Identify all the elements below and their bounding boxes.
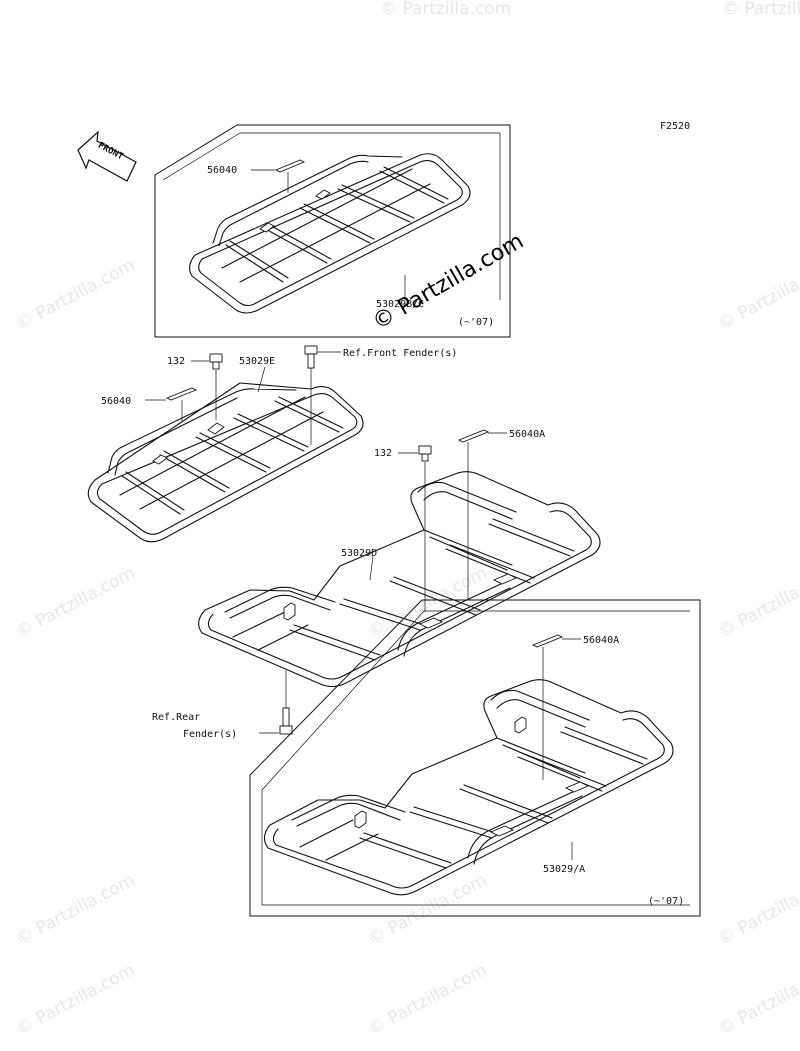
label-56040-top: 56040 (207, 165, 237, 176)
bolt-ref-front (304, 345, 341, 445)
note-bottom-07: (~'07) (648, 896, 684, 907)
decal-56040a-rear (457, 429, 507, 600)
inset-frame-bottom (249, 599, 701, 917)
watermark: © Partzilla.com (13, 960, 138, 1039)
label-56040a-bottom: 56040A (583, 635, 619, 646)
label-53029a: 53029/A (543, 864, 585, 875)
decal-56040-top (251, 159, 306, 193)
label-ref-front: Ref.Front Fender(s) (343, 348, 457, 359)
carrier-front (87, 382, 364, 543)
note-top-07: (~'07) (458, 317, 494, 328)
carrier-bottom (263, 679, 674, 896)
label-53029e: 53029E (239, 356, 275, 367)
bolt-ref-rear (259, 670, 293, 735)
leader-53029e (257, 366, 266, 393)
watermark: © Partzilla.com (365, 563, 490, 642)
decal-56040a-bottom (531, 634, 581, 780)
watermark: © Partzilla.com (722, 0, 800, 19)
bolt-132-rear (398, 445, 432, 612)
label-56040-front: 56040 (101, 396, 131, 407)
watermark: © Partzilla.com (715, 960, 800, 1039)
watermark: © Partzilla.com (13, 870, 138, 949)
watermark: © Partzilla.com (365, 870, 490, 949)
label-56040a-rear: 56040A (509, 429, 545, 440)
label-53029bc: 53029B/C (376, 299, 424, 310)
diagram-code: F2520 (660, 121, 690, 132)
label-132-rear: 132 (374, 448, 392, 459)
bolt-132-front (191, 353, 223, 420)
leader-53029d (369, 555, 374, 581)
watermark: © Partzilla.com (715, 563, 800, 642)
label-ref-rear-1: Ref.Rear (152, 712, 200, 723)
watermark-layer: © Partzilla.com © Partzilla.com © Partzi… (13, 0, 800, 1039)
watermark: © Partzilla.com (380, 0, 511, 19)
watermark-center: © Partzilla.com (369, 229, 529, 336)
watermark: © Partzilla.com (715, 255, 800, 334)
watermark: © Partzilla.com (715, 870, 800, 949)
carrier-top (189, 153, 471, 314)
inset-frame-top (154, 124, 511, 338)
front-arrow-icon: FRONT (77, 130, 137, 182)
watermark: © Partzilla.com (13, 255, 138, 334)
watermark: © Partzilla.com (13, 563, 138, 642)
watermark: © Partzilla.com (365, 960, 490, 1039)
label-53029d: 53029D (341, 548, 377, 559)
carrier-rear (198, 471, 601, 688)
label-132-front: 132 (167, 356, 185, 367)
label-ref-rear-2: Fender(s) (183, 729, 237, 740)
